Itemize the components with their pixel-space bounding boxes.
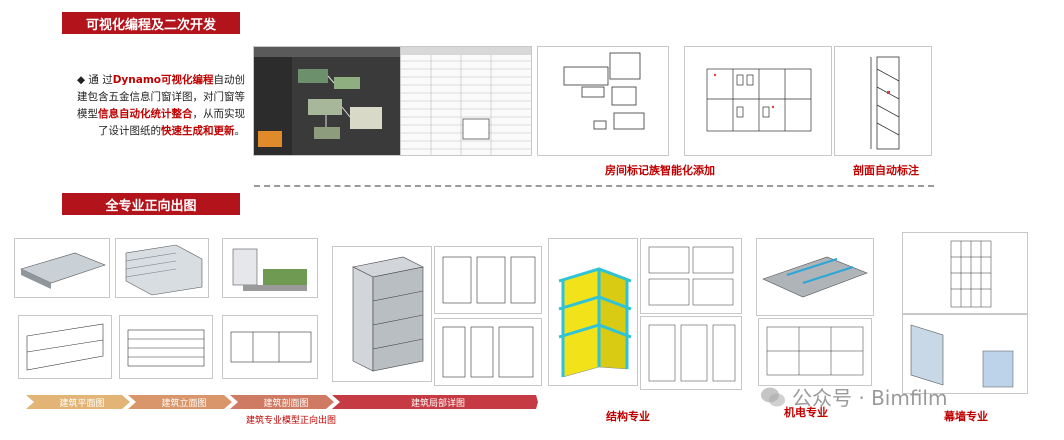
room-tag-drawing xyxy=(537,46,669,156)
arch-elevation-drawing xyxy=(119,315,213,379)
intro-part: 。 xyxy=(234,125,246,137)
step-chevron-plan xyxy=(26,395,130,409)
intro-part: 通 过 xyxy=(88,74,113,86)
intro-text: 通 过Dynamo可视化编程自动创建包含五金信息门窗详图，对门窗等模型信息自动化… xyxy=(77,74,245,137)
arch-section-drawing xyxy=(222,315,318,379)
step-label-section: 建筑剖面图 xyxy=(263,398,309,409)
door-window-schedule-screenshot xyxy=(400,46,532,156)
caption-mep: 机电专业 xyxy=(784,406,828,419)
caption-section-annotation: 剖面自动标注 xyxy=(853,164,919,177)
intro-part: Dynamo可视化编程 xyxy=(112,74,214,86)
section-banner-forward-drawing: 全专业正向出图 xyxy=(62,193,240,215)
step-chevron-section xyxy=(230,395,334,409)
intro-part: ，从而实现了设计图纸的 xyxy=(98,108,245,137)
curtain-wall-elevation-drawing xyxy=(902,232,1028,314)
arch-detail-drawing-1 xyxy=(434,246,542,314)
intro-part: 自动创建包含五金信息门窗详图，对门窗等模型 xyxy=(77,74,245,120)
structure-drawing-2 xyxy=(640,316,742,390)
watermark: 公众号 · Bimfilm xyxy=(760,382,947,411)
dynamo-graph-screenshot xyxy=(253,46,401,156)
arch-stair-3d-model xyxy=(332,246,432,382)
floor-plan-drawing xyxy=(684,46,832,156)
arch-detail-drawing-2 xyxy=(434,318,542,386)
structure-3d-model xyxy=(548,238,638,386)
arch-3d-building-model xyxy=(115,238,209,298)
step-label-plan: 建筑平面图 xyxy=(59,398,105,409)
intro-part: 快速生成和更新 xyxy=(161,125,235,137)
step-chevron-elevation xyxy=(128,395,232,409)
step-chevron-detail xyxy=(332,395,538,409)
arch-drawing-steps-bar xyxy=(26,395,538,409)
caption-room-tag: 房间标记族智能化添加 xyxy=(605,164,715,177)
wechat-icon xyxy=(761,387,785,406)
watermark-text: 公众号 · Bimfilm xyxy=(792,386,948,410)
section-banner-visual-programming: 可视化编程及二次开发 xyxy=(62,12,240,34)
caption-curtain-wall: 幕墙专业 xyxy=(944,410,988,423)
intro-paragraph: ◆ 通 过Dynamo可视化编程自动创建包含五金信息门窗详图，对门窗等模型信息自… xyxy=(70,72,245,140)
step-label-detail: 建筑局部详图 xyxy=(410,398,465,409)
caption-structure: 结构专业 xyxy=(606,410,650,423)
mep-drawing xyxy=(758,318,872,386)
step-label-elevation: 建筑立面图 xyxy=(161,398,207,409)
section-drawing xyxy=(834,46,932,156)
caption-arch: 建筑专业模型正向出图 xyxy=(246,416,337,426)
arch-3d-plan-model xyxy=(14,238,110,298)
bullet-icon: ◆ xyxy=(76,74,86,86)
arch-3d-site-model xyxy=(222,238,318,298)
intro-part: 信息自动化统计整合 xyxy=(98,108,193,120)
arch-plan-drawing xyxy=(18,315,112,379)
section-title: 可视化编程及二次开发 xyxy=(85,17,216,33)
section-divider xyxy=(254,185,934,187)
structure-drawing-1 xyxy=(640,238,742,314)
curtain-wall-3d-detail xyxy=(902,314,1028,394)
mep-3d-model xyxy=(756,238,874,316)
section-title: 全专业正向出图 xyxy=(105,198,197,214)
